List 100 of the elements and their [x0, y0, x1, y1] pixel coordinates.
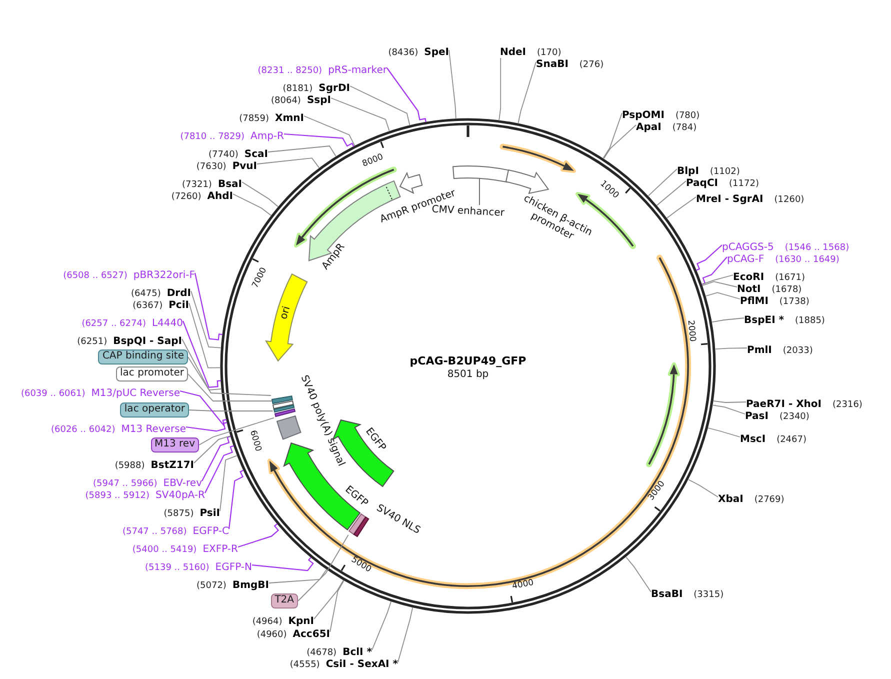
site-position: (5893 .. 5912): [85, 491, 150, 501]
leader-line: [190, 290, 222, 348]
site-position: (1546 .. 1568): [784, 243, 850, 253]
site-position: (5072): [196, 581, 226, 591]
site-position: (6039 .. 6061): [20, 389, 86, 399]
primer-name: EGFP-C: [192, 526, 229, 537]
enzyme-name: AhdI: [207, 191, 233, 202]
leader-line: [626, 556, 652, 592]
primer-name: Amp-R: [250, 131, 284, 142]
leader-line: [182, 320, 221, 388]
primer-name: M13/pUC Reverse: [91, 388, 180, 399]
enzyme-name: ScaI: [244, 149, 268, 160]
leader-line: [330, 98, 390, 132]
site-position: (5747 .. 5768): [122, 527, 187, 537]
primer-name: pCAGGS-5: [722, 242, 774, 253]
leader-line: [702, 256, 728, 285]
site-position: (784): [672, 123, 697, 133]
leader-line: [252, 556, 314, 572]
site-position: (1172): [729, 179, 759, 189]
leader-line: [702, 281, 738, 288]
site-position: (1678): [772, 285, 802, 295]
enzyme-name: DrdI: [166, 288, 191, 299]
site-position: (5139 .. 5160): [145, 563, 210, 573]
enzyme-name: BlpI: [677, 166, 699, 177]
scale-label: 8000: [362, 153, 385, 169]
scale-label: 6000: [248, 430, 262, 454]
site-position: (7810 .. 7829): [180, 132, 244, 142]
leader-line: [603, 124, 636, 159]
leader-line: [182, 338, 222, 390]
enzyme-name: MscI: [740, 434, 766, 445]
site-position: (6508 .. 6527): [63, 271, 128, 281]
enzyme-name: NotI: [737, 284, 761, 295]
leader-line: [648, 168, 678, 196]
leader-line: [372, 601, 392, 650]
leader-line: [712, 318, 744, 323]
site-position: (8436): [388, 48, 418, 58]
leader-line: [713, 400, 746, 403]
enzyme-name: SnaBI: [536, 59, 568, 70]
site-position: (6475): [130, 289, 161, 299]
site-position: (7260): [171, 192, 202, 202]
feature-tag: CAP binding site: [98, 350, 188, 364]
leader-line: [688, 479, 718, 498]
leader-line: [398, 607, 414, 662]
leader-line: [712, 404, 746, 414]
primer-name: L4440: [152, 318, 183, 329]
enzyme-name: BspQI - SapI: [113, 336, 182, 347]
enzyme-name: PmlI: [747, 345, 772, 356]
site-position: (7321): [182, 180, 212, 190]
site-position: (5988): [114, 461, 145, 471]
primer-name: pCAG-F: [727, 254, 764, 265]
site-position: (6251): [77, 337, 108, 347]
leader-line: [448, 50, 456, 119]
site-position: (2467): [776, 435, 806, 445]
leader-line: [232, 194, 272, 216]
enzyme-name: MreI - SgrAI: [696, 194, 764, 205]
site-position: (1885): [795, 316, 825, 326]
leader-line: [188, 374, 272, 402]
site-position: (4678): [306, 648, 337, 658]
site-position: (4960): [256, 630, 287, 640]
scale-label: 2000: [686, 320, 696, 342]
primer-name: pRS-marker: [328, 65, 387, 76]
leader-line: [188, 356, 272, 396]
feature-tag: lac operator: [120, 402, 189, 418]
site-position: (6367): [132, 301, 163, 311]
enzyme-name: ApaI: [636, 122, 662, 133]
primer-name: EBV-rev: [163, 478, 202, 489]
site-position: (2316): [832, 400, 862, 410]
enzyme-name: BmgBI: [232, 580, 269, 591]
leader-line: [696, 244, 722, 271]
leader-line: [268, 569, 327, 584]
leader-line: [498, 58, 502, 120]
site-position: (7740): [208, 150, 238, 160]
site-position: (6026 .. 6042): [50, 425, 116, 435]
leader-line: [228, 470, 244, 530]
enzyme-name: PflMI: [740, 296, 768, 307]
site-position: (8181): [282, 84, 313, 94]
site-position: (3315): [694, 590, 724, 600]
feature-tag: lac promoter: [116, 366, 188, 382]
enzyme-name: PvuI: [232, 161, 257, 172]
leader-line: [242, 182, 278, 208]
site-position: (170): [537, 48, 562, 58]
feature-label: ori: [279, 305, 293, 321]
leader-line: [705, 292, 740, 300]
enzyme-name: KpnI: [288, 616, 314, 627]
site-position: (780): [675, 111, 700, 121]
leader-line: [284, 133, 354, 147]
plasmid-name: pCAG-B2UP49_GFP: [410, 356, 526, 366]
scale-label: 7000: [251, 266, 268, 290]
leader-line: [656, 180, 686, 206]
leader-line: [298, 534, 349, 602]
leader-line: [330, 580, 344, 632]
site-position: (7859): [239, 114, 270, 124]
leader-line: [304, 116, 356, 146]
leader-line: [314, 580, 344, 620]
leader-line: [256, 158, 320, 168]
enzyme-name: BstZ17I: [150, 460, 194, 471]
enzyme-name: PasI: [745, 411, 768, 422]
leader-line: [188, 302, 220, 368]
leader-line: [220, 455, 238, 512]
enzyme-name: PaqCI: [686, 178, 718, 189]
